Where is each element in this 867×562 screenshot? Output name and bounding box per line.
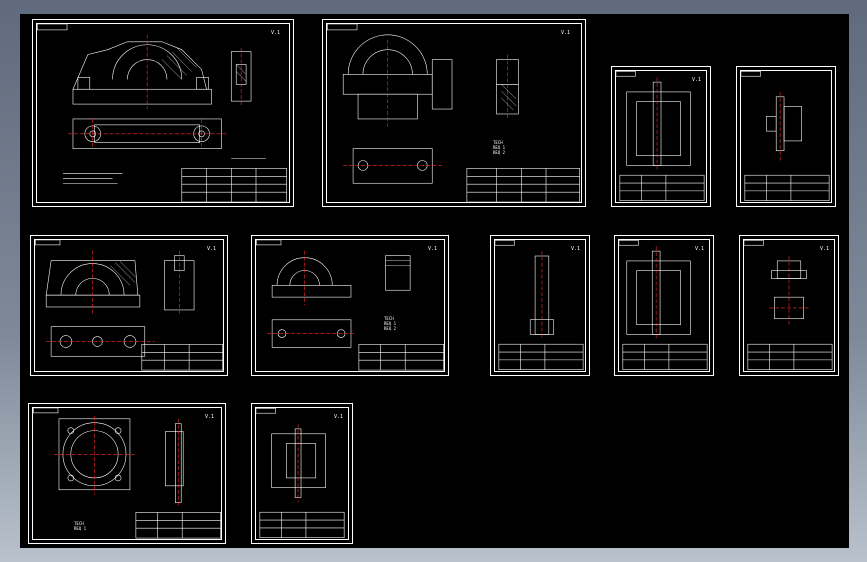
sheet-frame [255,239,445,372]
sheet-label: V.1 [820,246,830,252]
sheet-2-graphics [327,23,580,203]
sheet-1-graphics [37,23,287,203]
drawing-sheet-2[interactable]: TECH REQ 1 REQ 2 V.1 [322,19,586,207]
drawing-sheet-11[interactable]: V.1 [251,403,353,544]
sheet-3-graphics [615,71,705,201]
sheet-label: V.1 [692,77,702,83]
drawing-sheet-3[interactable]: V.1 [611,66,711,207]
sheet-label: V.1 [561,30,571,36]
sheet-8-graphics [618,240,708,370]
model-space-viewport[interactable]: V.1 [20,14,849,548]
drawing-sheet-8[interactable]: V.1 [614,235,714,376]
drawing-sheet-10[interactable]: TECH REQ 1 V.1 [28,403,226,544]
sheet-10-graphics [33,407,221,539]
sheet-label: V.1 [334,414,344,420]
drawing-sheet-7[interactable]: V.1 [490,235,590,376]
sheet-label: V.1 [271,30,281,36]
sheet-frame [34,239,224,372]
sheet-label: V.1 [205,414,215,420]
sheet-frame [255,407,349,540]
sheet-4-graphics [740,71,830,201]
technical-note: TECH REQ 1 REQ 2 [384,316,397,331]
sheet-label: V.1 [571,246,581,252]
sheet-11-graphics [255,408,345,539]
sheet-7-graphics [494,240,584,370]
technical-note: TECH REQ 1 [74,521,87,531]
sheet-frame [743,239,835,372]
sheet-9-graphics [743,240,833,370]
sheet-label: V.1 [428,246,438,252]
sheet-label: V.1 [207,246,217,252]
sheet-frame [740,70,832,203]
drawing-sheet-4[interactable] [736,66,836,207]
sheet-frame [615,70,707,203]
drawing-sheet-5[interactable]: V.1 [30,235,228,376]
sheet-label: V.1 [695,246,705,252]
drawing-sheet-6[interactable]: TECH REQ 1 REQ 2 V.1 [251,235,449,376]
drawing-sheet-9[interactable]: V.1 [739,235,839,376]
sheet-frame [494,239,586,372]
technical-note: TECH REQ 1 REQ 2 [493,140,506,155]
sheet-frame [36,23,290,203]
sheet-frame [326,23,582,203]
drawing-sheet-1[interactable]: V.1 [32,19,294,207]
sheet-6-graphics [256,239,444,371]
sheet-frame [32,407,222,540]
sheet-5-graphics [35,239,223,371]
sheet-frame [618,239,710,372]
